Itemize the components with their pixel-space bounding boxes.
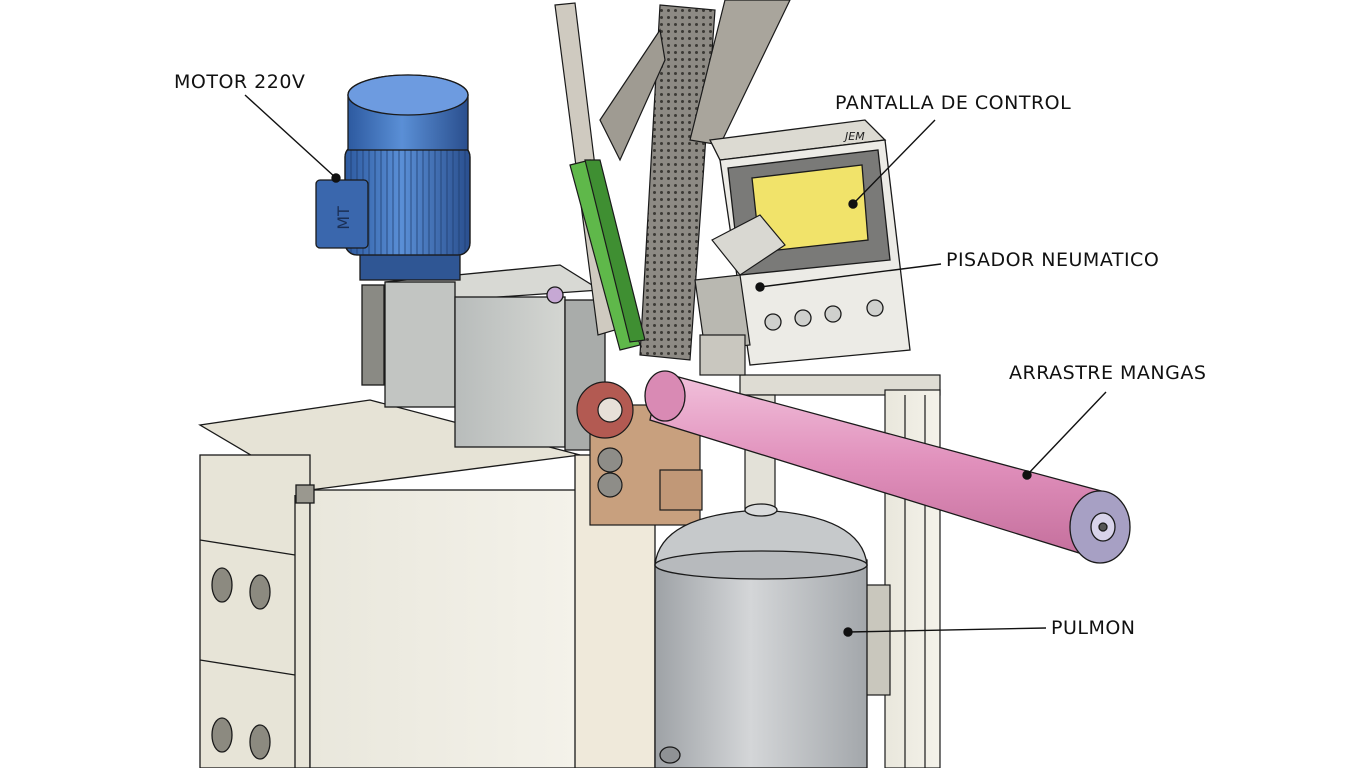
leader-pulmon-dot — [843, 627, 853, 637]
leader-pisador — [759, 263, 942, 288]
leader-pisador-dot — [755, 282, 765, 292]
label-motor: MOTOR 220V — [174, 71, 306, 93]
air-tank — [654, 503, 868, 768]
leader-arrastre-dot — [1022, 470, 1032, 480]
sleeve-drag-roller — [644, 370, 1131, 564]
label-control-screen: PANTALLA DE CONTROL — [835, 92, 1072, 114]
panel-brand: JEM — [843, 130, 865, 143]
drive-wheels — [576, 381, 703, 526]
leader-pantalla — [852, 119, 936, 205]
leader-motor — [244, 94, 337, 179]
leader-pulmon — [847, 627, 1047, 633]
leader-arrastre — [1026, 391, 1107, 476]
vertical-guides — [554, 0, 791, 361]
hopper-box — [361, 264, 606, 451]
pneumatic-presser — [694, 214, 786, 376]
label-pneumatic-presser: PISADOR NEUMATICO — [946, 249, 1160, 271]
label-sleeve-drag: ARRASTRE MANGAS — [1009, 362, 1207, 384]
leader-lines — [244, 94, 1107, 637]
label-air-tank: PULMON — [1051, 617, 1136, 639]
leader-motor-dot — [331, 173, 341, 183]
motor-badge: MT — [334, 206, 353, 230]
main-cabinet — [198, 399, 656, 768]
leader-pantalla-dot — [848, 199, 858, 209]
motor-220v: MT — [315, 74, 471, 281]
